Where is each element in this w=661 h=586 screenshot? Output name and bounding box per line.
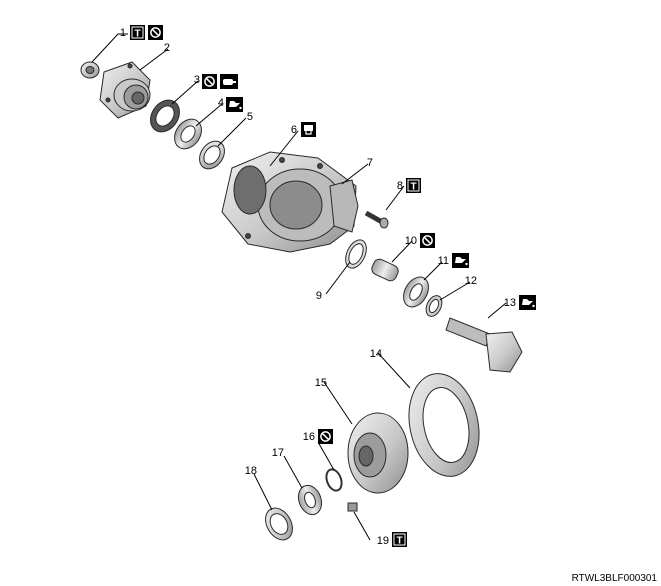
figure-reference-code: RTWL3BLF000301 bbox=[571, 573, 657, 584]
callout-6: 6 bbox=[291, 124, 297, 136]
part-5-bearing-outer-race bbox=[199, 140, 225, 170]
callout-3-grease-icon bbox=[220, 74, 238, 89]
callout-11-oil-icon bbox=[452, 253, 469, 268]
part-3-oil-seal bbox=[150, 99, 180, 133]
callout-2: 2 bbox=[164, 42, 170, 54]
part-4-front-bearing bbox=[174, 118, 202, 150]
svg-text:T: T bbox=[134, 29, 140, 40]
svg-text:T: T bbox=[410, 182, 416, 193]
part-8-cap-bolt bbox=[364, 210, 389, 229]
part-19-ring-gear-bolt bbox=[347, 502, 358, 512]
callout-4: 4 bbox=[218, 97, 224, 109]
part-2-companion-flange bbox=[99, 61, 151, 119]
part-16-retaining-ring bbox=[325, 468, 343, 492]
part-10-collapsible-spacer bbox=[371, 258, 399, 282]
callout-19: 19 bbox=[377, 535, 389, 547]
callout-15: 15 bbox=[315, 377, 327, 389]
callout-6-sealant-icon bbox=[301, 122, 316, 137]
callout-4-oil-icon bbox=[226, 97, 243, 112]
callout-19-torque-icon: T bbox=[392, 532, 407, 547]
part-15-differential-case bbox=[347, 412, 409, 494]
part-12-washer bbox=[425, 295, 443, 317]
callout-16: 16 bbox=[303, 431, 315, 443]
callout-18: 18 bbox=[245, 465, 257, 477]
callout-14: 14 bbox=[370, 348, 382, 360]
callout-13: 13 bbox=[504, 297, 516, 309]
callout-7: 7 bbox=[367, 157, 373, 169]
callout-16-no-reuse-icon bbox=[318, 429, 333, 444]
callout-10: 10 bbox=[405, 235, 417, 247]
part-14-ring-gear bbox=[408, 373, 480, 477]
part-6-differential-carrier bbox=[221, 151, 357, 253]
svg-text:T: T bbox=[396, 536, 402, 547]
callout-1: 1 bbox=[120, 27, 126, 39]
callout-3-no-reuse-icon bbox=[202, 74, 217, 89]
callout-5: 5 bbox=[247, 111, 253, 123]
callout-13-oil-icon bbox=[519, 295, 536, 310]
part-13-drive-pinion bbox=[445, 317, 523, 373]
part-7-bearing-cap bbox=[329, 179, 359, 233]
callout-8: 8 bbox=[397, 180, 403, 192]
callout-3: 3 bbox=[194, 74, 200, 86]
callout-12: 12 bbox=[465, 275, 477, 287]
callout-1-torque-icon: T bbox=[130, 25, 145, 40]
callout-11: 11 bbox=[438, 255, 449, 267]
part-1-flange-nut bbox=[80, 61, 100, 79]
callout-9: 9 bbox=[316, 290, 322, 302]
part-11-rear-bearing bbox=[403, 276, 429, 308]
callout-17: 17 bbox=[272, 447, 284, 459]
callout-10-no-reuse-icon bbox=[420, 233, 435, 248]
part-17-side-bearing bbox=[297, 484, 323, 516]
part-9-shim bbox=[345, 239, 367, 269]
callout-8-torque-icon: T bbox=[406, 178, 421, 193]
callout-1-no-reuse-icon bbox=[148, 25, 163, 40]
leader-lines bbox=[91, 33, 507, 541]
part-18-side-bearing-race bbox=[265, 507, 293, 541]
